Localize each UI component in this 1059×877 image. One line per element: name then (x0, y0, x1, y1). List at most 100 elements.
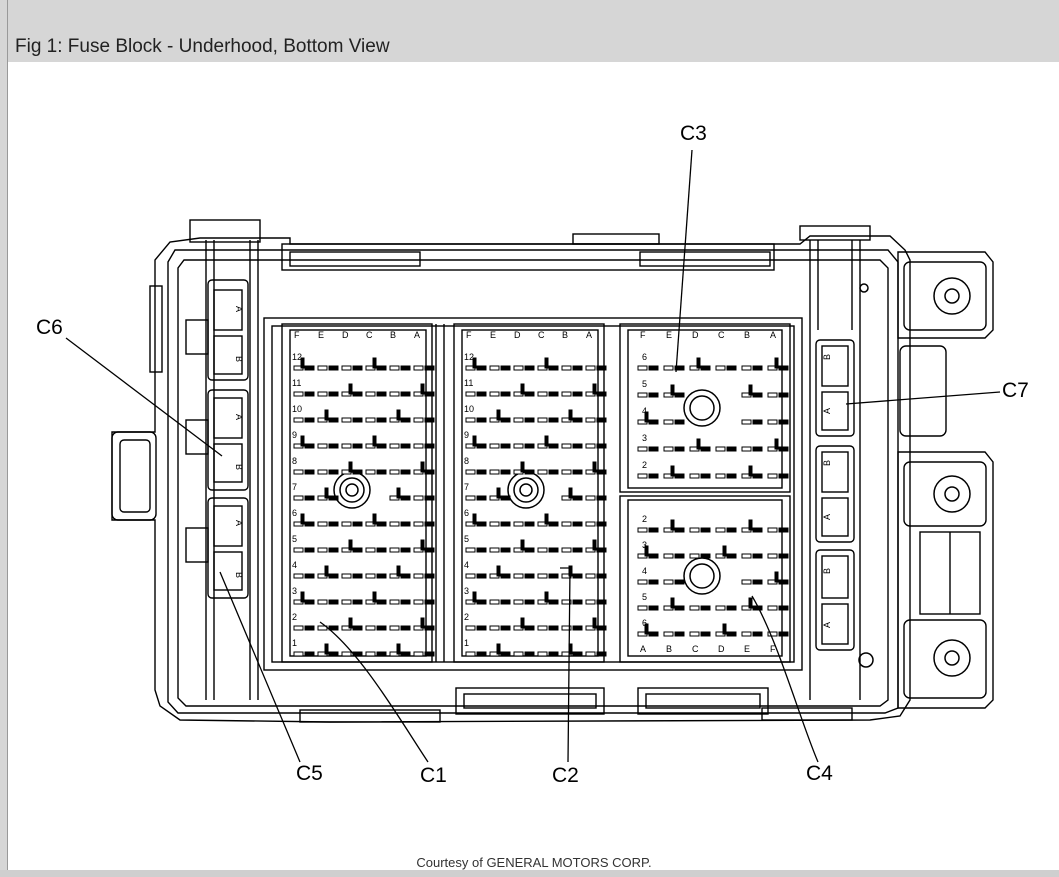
c4-row-4: 4 (642, 566, 647, 576)
terminal-cavity (413, 521, 435, 527)
terminal-cavity (413, 417, 435, 423)
terminal-cavity (513, 521, 535, 527)
terminal-cavity (637, 527, 659, 533)
terminal-cavity (767, 357, 789, 371)
terminal-cavity (537, 625, 559, 631)
terminal-cavity (341, 617, 363, 631)
c3-row-2: 2 (642, 460, 647, 470)
terminal-cavity (413, 599, 435, 605)
terminal-cavity (513, 617, 535, 631)
c1-col-B: B (390, 330, 396, 340)
terminal-cavity (585, 651, 607, 657)
c2-row-3: 3 (464, 586, 469, 596)
terminal-cavity (663, 553, 685, 559)
terminal-cavity (741, 446, 763, 452)
terminal-cavity (489, 599, 511, 605)
c1-row-6: 6 (292, 508, 297, 518)
c6-connector-upper-inner (213, 289, 243, 331)
terminal-cavity (767, 473, 789, 479)
terminal-cavity (293, 435, 315, 449)
terminal-cavity (365, 591, 387, 605)
terminal-cavity (317, 643, 339, 657)
terminal-cavity (637, 579, 659, 585)
c4-row-2: 2 (642, 514, 647, 524)
c3-leader-line (675, 149, 693, 373)
terminal-cavity (293, 513, 315, 527)
terminal-cavity (413, 383, 435, 397)
terminal-cavity (637, 623, 659, 637)
terminal-cavity (537, 513, 559, 527)
top-tab-right (799, 225, 871, 241)
terminal-cavity (741, 579, 763, 585)
terminal-cavity (537, 573, 559, 579)
terminal-cavity (663, 365, 685, 371)
c1-row-10: 10 (292, 404, 302, 414)
terminal-cavity (293, 469, 315, 475)
terminal-cavity (561, 487, 583, 501)
terminal-cavity (293, 547, 315, 553)
terminal-cavity (365, 391, 387, 397)
terminal-cavity (389, 547, 411, 553)
terminal-cavity (389, 487, 411, 501)
c4-row-3: 3 (642, 540, 647, 550)
c1-row-11: 11 (292, 378, 301, 388)
c2-connector (453, 323, 605, 663)
c2-col-D: D (514, 330, 521, 340)
terminal-cavity (317, 599, 339, 605)
terminal-cavity (341, 521, 363, 527)
terminal-cavity (585, 495, 607, 501)
side-pin-left-A: A (234, 306, 244, 312)
terminal-cavity (767, 438, 789, 452)
c3-stud (683, 389, 721, 427)
terminal-cavity (365, 547, 387, 553)
left-frame-border (0, 0, 8, 877)
terminal-cavity (489, 625, 511, 631)
terminal-cavity (689, 553, 711, 559)
terminal-cavity (293, 591, 315, 605)
terminal-cavity (465, 435, 487, 449)
c6-connector-upper-inner-b (213, 335, 243, 375)
terminal-cavity (637, 446, 659, 452)
terminal-cavity (489, 391, 511, 397)
terminal-cavity (389, 625, 411, 631)
terminal-cavity (537, 435, 559, 449)
terminal-cavity (317, 469, 339, 475)
c1-leader-line (319, 621, 429, 763)
c2-row-9: 9 (464, 430, 469, 440)
terminal-cavity (715, 365, 737, 371)
bottom-frame-border (0, 870, 1059, 877)
callout-c1: C1 (420, 764, 447, 787)
c1-col-A: A (414, 330, 420, 340)
c3-connector (619, 323, 791, 493)
callout-c2: C2 (552, 764, 579, 787)
callout-c6: C6 (36, 316, 63, 339)
side-pin-right-B: B (822, 354, 832, 360)
terminal-cavity (585, 461, 607, 475)
terminal-cavity (413, 495, 435, 501)
terminal-cavity (465, 469, 487, 475)
terminal-cavity (365, 417, 387, 423)
side-pin-left-A: A (234, 520, 244, 526)
terminal-cavity (637, 365, 659, 371)
terminal-cavity (663, 597, 685, 611)
c7-connector-lower (815, 445, 855, 543)
c2-col-A: A (586, 330, 592, 340)
terminal-cavity (637, 411, 659, 425)
terminal-cavity (365, 573, 387, 579)
terminal-cavity (341, 365, 363, 371)
side-pin-right-A: A (822, 514, 832, 520)
c1-row-2: 2 (292, 612, 297, 622)
c3-col-A: A (770, 330, 776, 340)
terminal-cavity (389, 565, 411, 579)
terminal-cavity (513, 417, 535, 423)
c4-row-5: 5 (642, 592, 647, 602)
terminal-cavity (741, 553, 763, 559)
terminal-cavity (715, 545, 737, 559)
terminal-cavity (561, 391, 583, 397)
terminal-cavity (513, 573, 535, 579)
top-tab-mid (572, 233, 660, 245)
c1-row-12: 12 (292, 352, 302, 362)
c1-row-7: 7 (292, 482, 297, 492)
terminal-cavity (317, 391, 339, 397)
c2-leader-line (560, 567, 571, 763)
